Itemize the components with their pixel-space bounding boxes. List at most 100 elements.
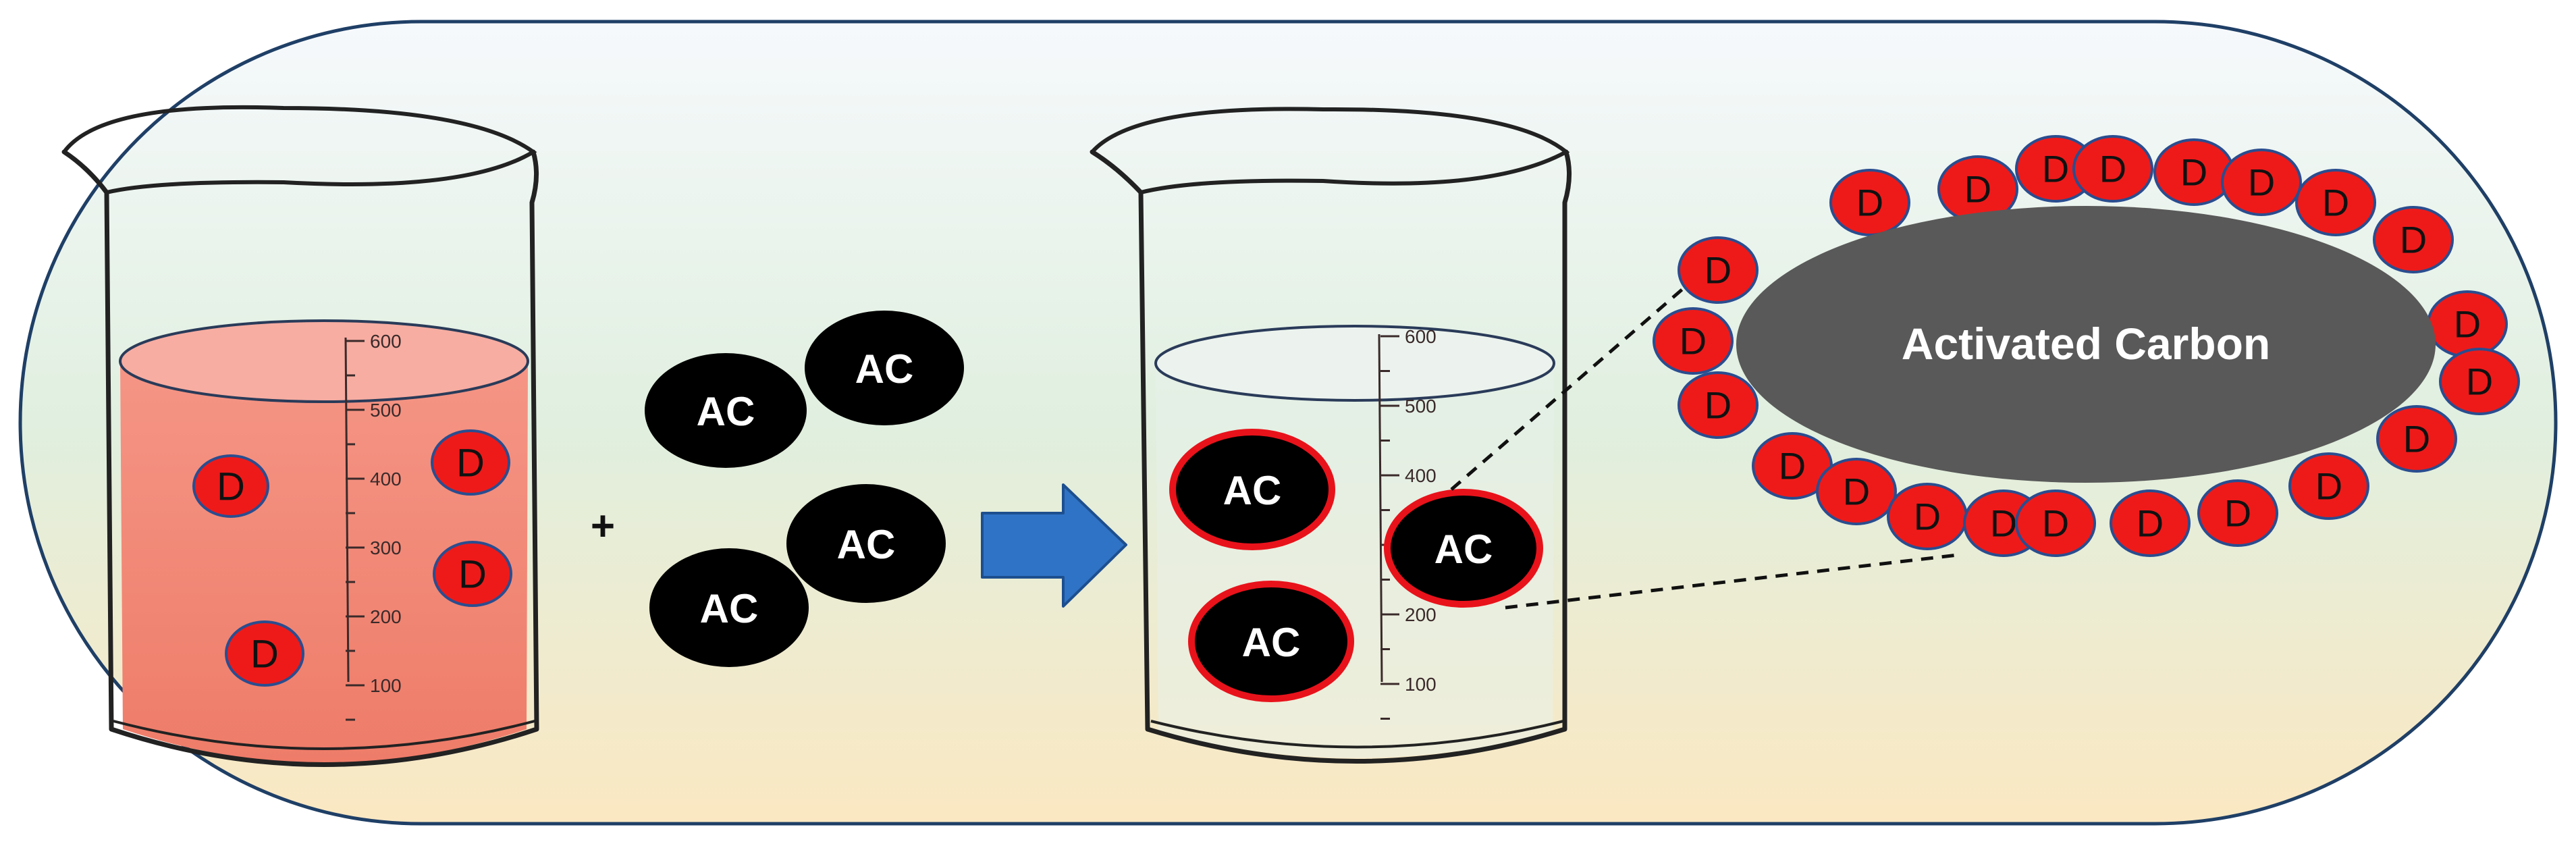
dye-label: D (2042, 148, 2069, 190)
beaker-bottom-inner-right (1150, 720, 1564, 749)
dye-molecule-shape (225, 620, 304, 687)
dye-molecules: D D D D (192, 429, 512, 687)
dye-label: D (2099, 148, 2126, 190)
carbon-label: AC (855, 346, 914, 392)
dye-label: D (1914, 496, 1941, 538)
dye-label: D (250, 632, 279, 676)
dye-label: D (1705, 249, 1732, 292)
zoom-line-top (1450, 269, 1706, 491)
beaker-bottom-inner (113, 720, 535, 750)
dye-label: D (2454, 303, 2481, 346)
dye-label: D (217, 465, 245, 508)
beaker-rim (62, 105, 537, 194)
dye-molecule: D (1653, 307, 1734, 375)
dye-solution-surface (119, 319, 529, 403)
dye-label: D (2042, 502, 2069, 545)
zoom-line-bottom (1505, 553, 1958, 610)
dye-label: D (1990, 502, 2017, 545)
dye-molecule: D (1829, 169, 1910, 236)
carbon-shape (805, 311, 964, 425)
dye-molecule: D (1937, 155, 2018, 223)
dye-molecule-shape (2439, 348, 2520, 415)
dye-molecule-shape (1816, 458, 1897, 525)
beaker-scale-right (1378, 334, 1383, 683)
dye-molecule: D (1887, 483, 1968, 550)
activated-carbon-particle: AC (1188, 581, 1354, 702)
dye-molecule-shape (2373, 206, 2454, 273)
dye-molecule: D (2197, 479, 2278, 547)
dye-molecule: D (2427, 290, 2508, 358)
scale-label: 100 (1405, 674, 1437, 695)
dye-label: D (2466, 361, 2493, 403)
dye-molecule: D (2153, 138, 2234, 206)
dye-molecule: D (1752, 432, 1833, 500)
dye-label: D (2137, 502, 2164, 545)
dye-molecule: D (433, 541, 512, 607)
dye-label: D (2400, 219, 2427, 261)
activated-carbon-particle: AC (805, 311, 964, 425)
beaker-rim-right (1090, 107, 1570, 194)
dye-molecule-shape (192, 454, 269, 518)
dye-label: D (2248, 161, 2275, 204)
dye-label: D (1856, 182, 1883, 224)
dye-molecule: D (431, 429, 510, 496)
scale-label: 400 (370, 469, 402, 489)
dye-label: D (2403, 418, 2430, 460)
scale-label: 100 (370, 675, 402, 696)
treated-water-surface (1154, 325, 1555, 402)
plus-sign: + (591, 503, 615, 550)
dye-molecule: D (1816, 458, 1897, 525)
carbon-shape (1169, 429, 1335, 550)
dye-label: D (2224, 492, 2251, 535)
dye-molecule-shape (2072, 135, 2153, 203)
dye-label: D (1705, 384, 1732, 427)
dye-molecule-shape (2288, 452, 2369, 520)
process-arrow (981, 483, 1127, 608)
dye-label: D (1680, 320, 1707, 363)
activated-carbon-particle: AC (649, 548, 809, 667)
activated-carbon-particle: AC (645, 353, 807, 468)
dye-molecule-shape (431, 429, 510, 496)
dye-molecule-shape (433, 541, 512, 607)
dye-molecule: D (1678, 236, 1759, 304)
carbon-shape (1384, 489, 1543, 608)
dye-molecule: D (2295, 169, 2376, 236)
scale-label: 600 (1405, 326, 1437, 347)
carbon-shape (786, 484, 946, 603)
dye-label: D (456, 441, 485, 485)
dye-molecule-shape (1829, 169, 1910, 236)
activated-carbon-particle: AC (1384, 489, 1543, 608)
beaker-wall-right (1090, 149, 1572, 764)
dye-molecule: D (2015, 135, 2096, 203)
dye-molecule-shape (2197, 479, 2278, 547)
activated-carbon-label: Activated Carbon (1902, 319, 2270, 369)
dye-label: D (1964, 168, 1991, 211)
scale-label: 300 (370, 537, 402, 558)
dye-label: D (1779, 445, 1806, 487)
carbon-shape (649, 548, 809, 667)
dye-label: D (458, 552, 487, 596)
dye-label: D (1843, 471, 1870, 513)
dye-molecule: D (2439, 348, 2520, 415)
activated-carbon-particle: AC (786, 484, 946, 603)
activated-carbon-core (1736, 206, 2436, 483)
dye-molecule-shape (1678, 236, 1759, 304)
carbon-label: AC (1242, 620, 1301, 665)
dye-molecule: D (2110, 489, 2191, 557)
dye-label: D (2180, 151, 2207, 194)
beaker-scale (344, 337, 350, 683)
dye-label: D (2315, 465, 2342, 508)
scale-label: 500 (1405, 396, 1437, 417)
dye-molecule-shape (2110, 489, 2191, 557)
dye-molecule: D (2288, 452, 2369, 520)
scale-label: 200 (370, 606, 402, 627)
dye-molecule-shape (2295, 169, 2376, 236)
